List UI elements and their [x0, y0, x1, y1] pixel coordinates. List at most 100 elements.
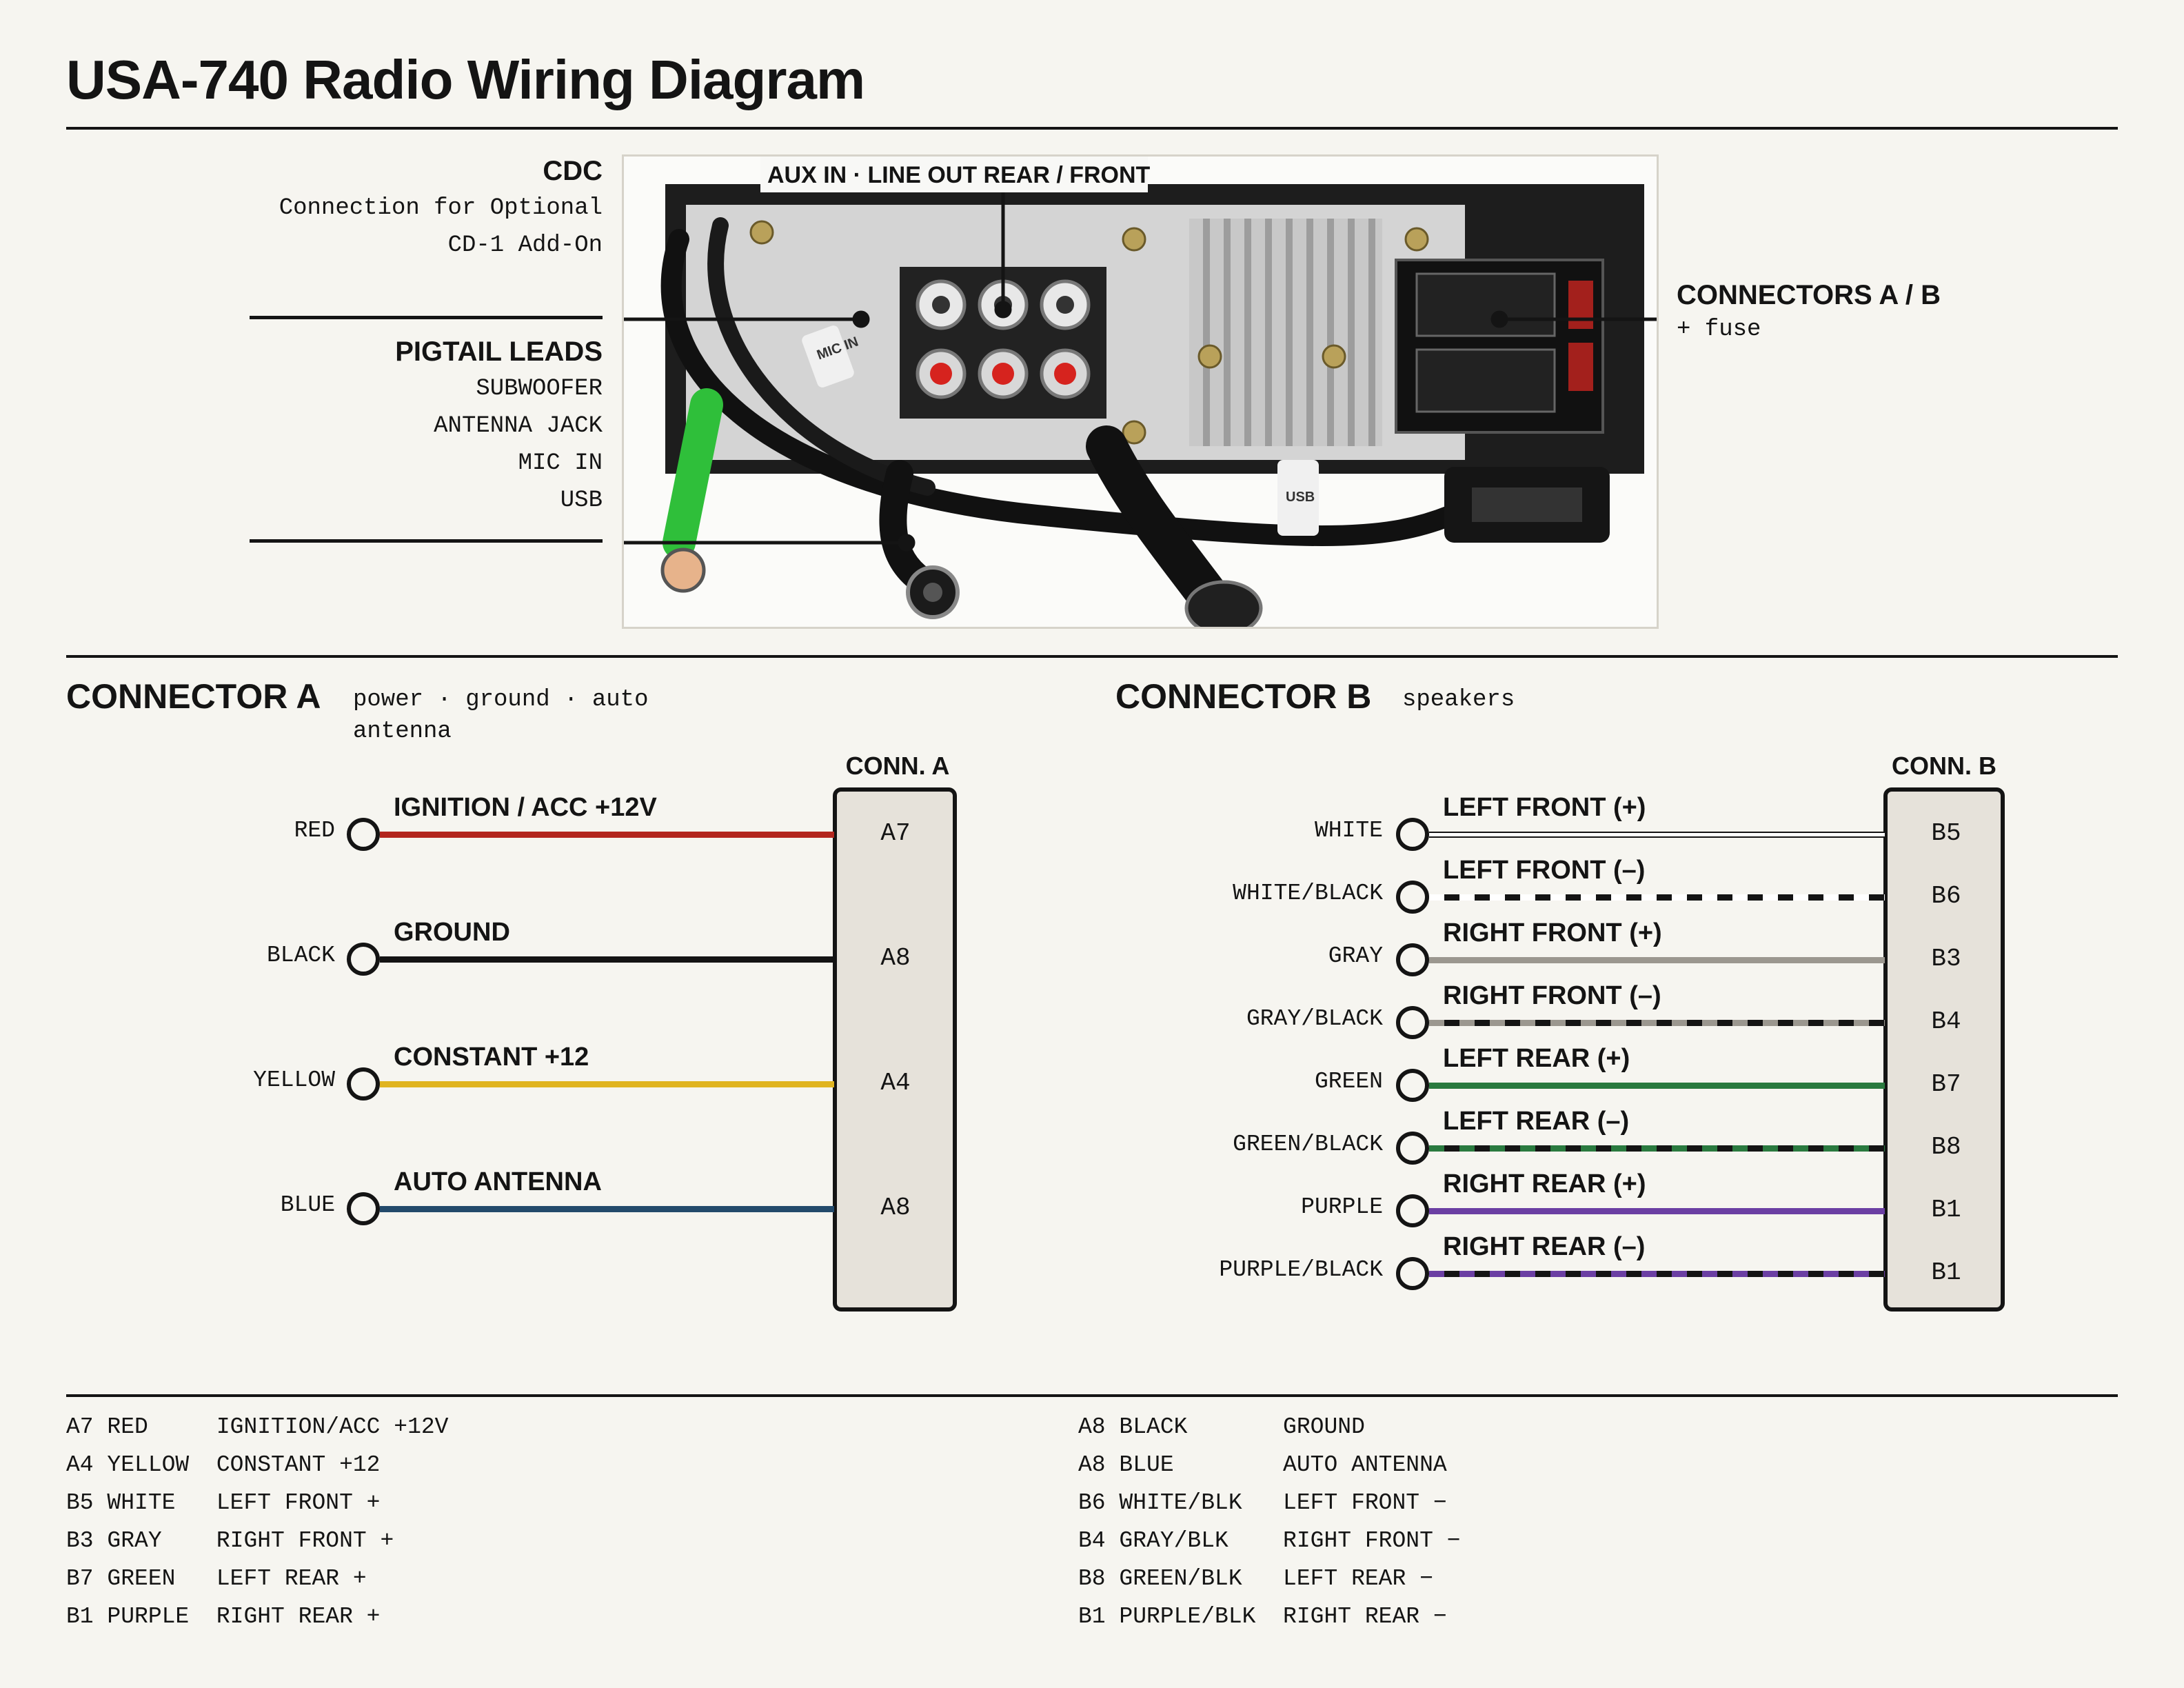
- pigtail-line: MIC IN: [518, 450, 603, 476]
- radio-illustration: MIC IN USB AUX IN · LINE OUT REAR / FRON…: [624, 157, 1657, 627]
- wire-function-label: LEFT FRONT (–): [1443, 856, 1646, 885]
- terminal-ring-icon: [1396, 1006, 1429, 1039]
- wire-line: [380, 1206, 834, 1212]
- wire-color-label: BLUE: [280, 1192, 335, 1218]
- wire-line: [1429, 1208, 1885, 1214]
- terminal-ring-icon: [347, 818, 380, 851]
- connector-pin-label: B4: [1931, 1007, 1961, 1036]
- cdc-line: CD-1 Add-On: [447, 232, 603, 259]
- cdc-heading: CDC: [543, 156, 603, 186]
- conn-b-box-label: CONN. B: [1892, 752, 1996, 780]
- terminal-ring-icon: [1396, 1257, 1429, 1290]
- wire-color-label: GRAY/BLACK: [1246, 1006, 1383, 1032]
- connector-pin-label: B1: [1931, 1258, 1961, 1287]
- legend-row: A7 RED IGNITION/ACC +12V: [66, 1414, 449, 1440]
- connector-pin-label: A8: [880, 1194, 911, 1222]
- wire-color-label: WHITE/BLACK: [1233, 881, 1383, 906]
- wire-color-label: GREEN: [1314, 1069, 1383, 1094]
- wire-line: [380, 1081, 834, 1087]
- wire-function-label: LEFT REAR (+): [1443, 1044, 1630, 1073]
- terminal-ring-icon: [347, 1192, 380, 1225]
- connector-b-title: CONNECTOR B: [1115, 677, 1372, 716]
- connector-pin-label: B3: [1931, 945, 1961, 973]
- connector-pin-label: B6: [1931, 882, 1961, 910]
- legend-row: A8 BLACK GROUND: [1078, 1414, 1365, 1440]
- wire-line: [1429, 832, 1885, 838]
- fuse-icon: [1568, 281, 1593, 329]
- pigtail-heading: PIGTAIL LEADS: [395, 336, 603, 367]
- fuse-icon: [1568, 343, 1593, 391]
- wire-color-label: RED: [294, 818, 335, 843]
- legend-left: A7 RED IGNITION/ACC +12V A4 YELLOW CONSTA…: [66, 1408, 449, 1636]
- terminal-ring-icon: [1396, 943, 1429, 976]
- title-divider: [66, 127, 2118, 130]
- connector-pin-label: B1: [1931, 1196, 1961, 1224]
- wire-color-label: PURPLE/BLACK: [1219, 1257, 1383, 1283]
- conn-a-box-label: CONN. A: [845, 752, 950, 780]
- iso-connector-block: [1395, 259, 1604, 434]
- cdc-callout: CDC Connection for Optional CD-1 Add-On: [207, 156, 603, 264]
- callout-lines: [624, 173, 1657, 552]
- terminal-ring-icon: [1396, 1132, 1429, 1165]
- wire-line: [380, 832, 834, 838]
- wire-function-label: RIGHT FRONT (–): [1443, 981, 1661, 1010]
- legend-row: B7 GREEN LEFT REAR +: [66, 1566, 367, 1591]
- conn-b-housing: [1883, 787, 2005, 1312]
- wire-color-label: GRAY: [1328, 943, 1383, 969]
- legend-row: A8 BLUE AUTO ANTENNA: [1078, 1452, 1447, 1478]
- wire-function-label: GROUND: [394, 918, 510, 947]
- wire-function-label: RIGHT REAR (+): [1443, 1169, 1646, 1198]
- legend-row: B5 WHITE LEFT FRONT +: [66, 1490, 381, 1516]
- connector-a-subtitle: power · ground · auto antenna: [353, 687, 649, 745]
- legend-row: A4 YELLOW CONSTANT +12: [66, 1452, 381, 1478]
- wire-line: [1429, 1083, 1885, 1089]
- photo-divider: [66, 655, 2118, 658]
- aux-callout-bg: [760, 157, 1148, 192]
- connectors-heading: CONNECTORS A / B: [1677, 280, 1941, 310]
- wire-color-label: YELLOW: [253, 1067, 335, 1093]
- connector-pin-label: B8: [1931, 1133, 1961, 1161]
- wire-line: [380, 956, 834, 963]
- connector-a-title: CONNECTOR A: [66, 677, 321, 716]
- terminal-ring-icon: [347, 1067, 380, 1101]
- legend-row: B8 GREEN/BLK LEFT REAR −: [1078, 1566, 1433, 1591]
- terminal-ring-icon: [1396, 1194, 1429, 1227]
- wire-function-label: RIGHT REAR (–): [1443, 1232, 1646, 1261]
- subwoofer-rca-icon: [660, 547, 706, 593]
- connector-pin-label: A7: [880, 819, 911, 847]
- wire-line: [1429, 1020, 1885, 1026]
- wire-line: [1429, 1145, 1885, 1152]
- terminal-ring-icon: [1396, 1069, 1429, 1102]
- wire-line: [1429, 1271, 1885, 1277]
- legend-row: B1 PURPLE/BLK RIGHT REAR −: [1078, 1604, 1447, 1629]
- pigtail-callout: PIGTAIL LEADS SUBWOOFER ANTENNA JACK MIC…: [207, 336, 603, 519]
- connectors-sub: + fuse: [1677, 316, 1761, 343]
- wire-color-label: GREEN/BLACK: [1233, 1132, 1383, 1157]
- connector-pin-label: B7: [1931, 1070, 1961, 1098]
- legend-row: B6 WHITE/BLK LEFT FRONT −: [1078, 1490, 1447, 1516]
- wire-line: [1429, 894, 1885, 901]
- connector-pin-label: A8: [880, 944, 911, 972]
- legend-row: B3 GRAY RIGHT FRONT +: [66, 1528, 394, 1554]
- wire-function-label: CONSTANT +12: [394, 1043, 589, 1072]
- wire-function-label: LEFT REAR (–): [1443, 1107, 1630, 1136]
- connector-pin-label: A4: [880, 1069, 911, 1097]
- terminal-ring-icon: [1396, 881, 1429, 914]
- wire-function-label: IGNITION / ACC +12V: [394, 793, 657, 822]
- wire-function-label: AUTO ANTENNA: [394, 1167, 602, 1196]
- cdc-divider: [250, 316, 603, 319]
- wire-function-label: LEFT FRONT (+): [1443, 793, 1646, 822]
- page-title: USA-740 Radio Wiring Diagram: [66, 49, 865, 110]
- aux-callout: AUX IN · LINE OUT REAR / FRONT: [767, 162, 1151, 188]
- heatsink: [1189, 219, 1382, 446]
- cable-tags: MIC IN USB: [802, 325, 1319, 536]
- radio-photo: MIC IN USB AUX IN · LINE OUT REAR / FRON…: [622, 154, 1659, 629]
- rca-jacks: [900, 267, 1106, 419]
- legend-row: B1 PURPLE RIGHT REAR +: [66, 1604, 381, 1629]
- connectors-callout: CONNECTORS A / B + fuse: [1677, 280, 1941, 348]
- connector-b-subtitle: speakers: [1402, 687, 1515, 713]
- legend-divider: [66, 1394, 2118, 1397]
- pigtail-line: USB: [560, 488, 603, 514]
- terminal-ring-icon: [1396, 818, 1429, 851]
- wire-color-label: PURPLE: [1301, 1194, 1383, 1220]
